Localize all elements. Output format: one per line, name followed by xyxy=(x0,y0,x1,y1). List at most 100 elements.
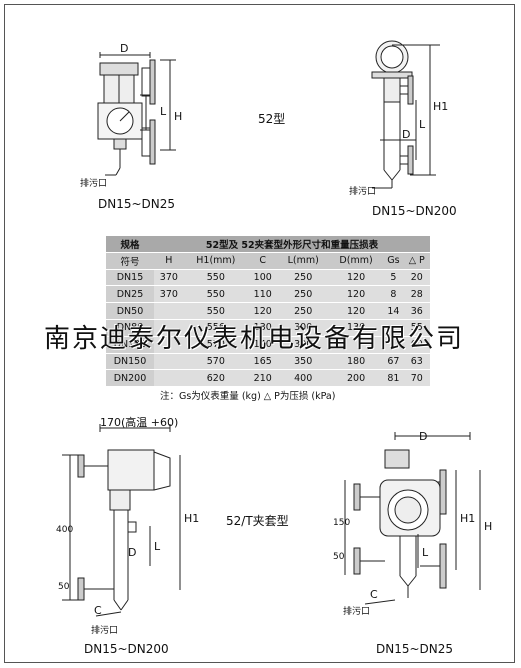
table-cell: 55 xyxy=(403,319,430,337)
table-cell: 120 xyxy=(328,285,384,304)
table-title-row: 规格 52型及 52夹套型外形尺寸和重量压损表 xyxy=(106,236,430,253)
table-cell: 5 xyxy=(383,269,404,287)
table-cell: 20 xyxy=(403,269,430,287)
dim-h1-label-br: H1 xyxy=(460,512,476,525)
dim-d-label: D xyxy=(120,42,129,55)
table-cell: 620 xyxy=(183,369,248,388)
table-cell: 370 xyxy=(154,269,184,287)
table-cell xyxy=(383,336,404,354)
dim-d-label-bl: D xyxy=(128,546,137,559)
table-cell: 350 xyxy=(277,353,329,371)
table-cell: 8 xyxy=(383,285,404,304)
dim-170-label: 170(高温 +60) xyxy=(100,416,179,429)
dim-l-label: L xyxy=(160,105,167,118)
table-cell: 250 xyxy=(277,302,329,320)
drawing-52t-dn15-dn200 xyxy=(62,424,181,617)
table-cell: 300 xyxy=(277,336,329,354)
table-cell: 556 xyxy=(183,319,248,337)
table-cell: 250 xyxy=(277,285,329,304)
table-cell: DN100 xyxy=(106,336,154,354)
table-cell: DN15 xyxy=(106,269,154,287)
table-cell: DN150 xyxy=(106,353,154,371)
dim-l-label-tr: L xyxy=(419,118,426,131)
model-52t-label: 52/T夹套型 xyxy=(226,514,289,528)
table-cell: 14 xyxy=(383,302,404,320)
dim-h-label: H xyxy=(174,110,183,123)
drawing-52-dn15-dn25 xyxy=(97,52,176,176)
caption-top-left: DN15~DN25 xyxy=(98,197,176,211)
table-cell: 60 xyxy=(403,336,430,354)
page-frame xyxy=(4,4,515,663)
drawing-52-dn15-dn200 xyxy=(371,40,440,189)
table-cell xyxy=(154,353,184,371)
spec-label: 规格 xyxy=(106,236,154,253)
table-cell: DN80 xyxy=(106,319,154,337)
table-cell: 300 xyxy=(277,319,329,337)
table-header: L(mm) xyxy=(277,252,329,270)
table-title: 52型及 52夹套型外形尺寸和重量压损表 xyxy=(154,236,430,253)
table-cell: 110 xyxy=(247,285,278,304)
dim-400-label: 400 xyxy=(56,525,74,535)
table-header: H1(mm) xyxy=(183,252,248,270)
dim-h-label-br: H xyxy=(484,520,493,533)
table-cell: 130 xyxy=(247,319,278,337)
company-watermark: 南京迪泰尔仪表机电设备有限公司 xyxy=(44,324,465,354)
dim-l-label-bl: L xyxy=(154,540,161,553)
table-cell: 370 xyxy=(154,285,184,304)
table-header: H xyxy=(154,252,184,270)
table-cell: 28 xyxy=(403,285,430,304)
table-cell xyxy=(328,336,384,354)
table-cell xyxy=(154,302,184,320)
table-header: △ P xyxy=(403,252,430,270)
table-cell: 550 xyxy=(183,285,248,304)
table-cell xyxy=(154,336,184,354)
drain-label-br: 排污口 xyxy=(343,607,371,617)
dim-50-label-br: 50 xyxy=(333,552,345,562)
table-note: 注：Gs为仪表重量 (kg) △ P为压损 (kPa) xyxy=(160,391,336,402)
table-cell: 120 xyxy=(328,269,384,287)
model-52-label: 52型 xyxy=(258,112,286,126)
dim-c-label-br: C xyxy=(370,588,378,601)
caption-bottom-right: DN15~DN25 xyxy=(376,642,454,656)
table-cell: 130 xyxy=(328,319,384,337)
table-cell: 100 xyxy=(247,269,278,287)
dim-h1-label-bl: H1 xyxy=(184,512,200,525)
table-header: D(mm) xyxy=(328,252,384,270)
table-cell: 200 xyxy=(328,369,384,388)
table-cell: 70 xyxy=(403,369,430,388)
table-cell: 120 xyxy=(247,302,278,320)
table-header: Gs xyxy=(383,252,404,270)
caption-bottom-left: DN15~DN200 xyxy=(84,642,169,656)
table-cell xyxy=(154,369,184,388)
table-cell: 550 xyxy=(183,269,248,287)
table-cell: 180 xyxy=(328,353,384,371)
drain-label-tr: 排污口 xyxy=(349,187,377,197)
dim-50-label: 50 xyxy=(58,582,70,592)
dim-c-label-bl: C xyxy=(94,604,102,617)
table-cell: DN200 xyxy=(106,369,154,388)
spec-table: 规格 52型及 52夹套型外形尺寸和重量压损表 符号 H H1(mm) C L(… xyxy=(106,236,430,388)
dim-l-label-br: L xyxy=(422,546,429,559)
table-cell: 120 xyxy=(328,302,384,320)
drain-label-bl: 排污口 xyxy=(91,626,119,636)
table-cell: 570 xyxy=(183,336,248,354)
dim-150-label: 150 xyxy=(333,518,351,528)
table-cell: DN50 xyxy=(106,302,154,320)
drain-label: 排污口 xyxy=(80,179,108,189)
table-cell: 550 xyxy=(183,302,248,320)
table-cell: 250 xyxy=(277,269,329,287)
drawing-52t-dn15-dn25 xyxy=(344,432,481,605)
table-cell: 36 xyxy=(403,302,430,320)
table-cell xyxy=(154,319,184,337)
caption-top-right: DN15~DN200 xyxy=(372,204,457,218)
table-cell: 570 xyxy=(183,353,248,371)
table-cell: 210 xyxy=(247,369,278,388)
